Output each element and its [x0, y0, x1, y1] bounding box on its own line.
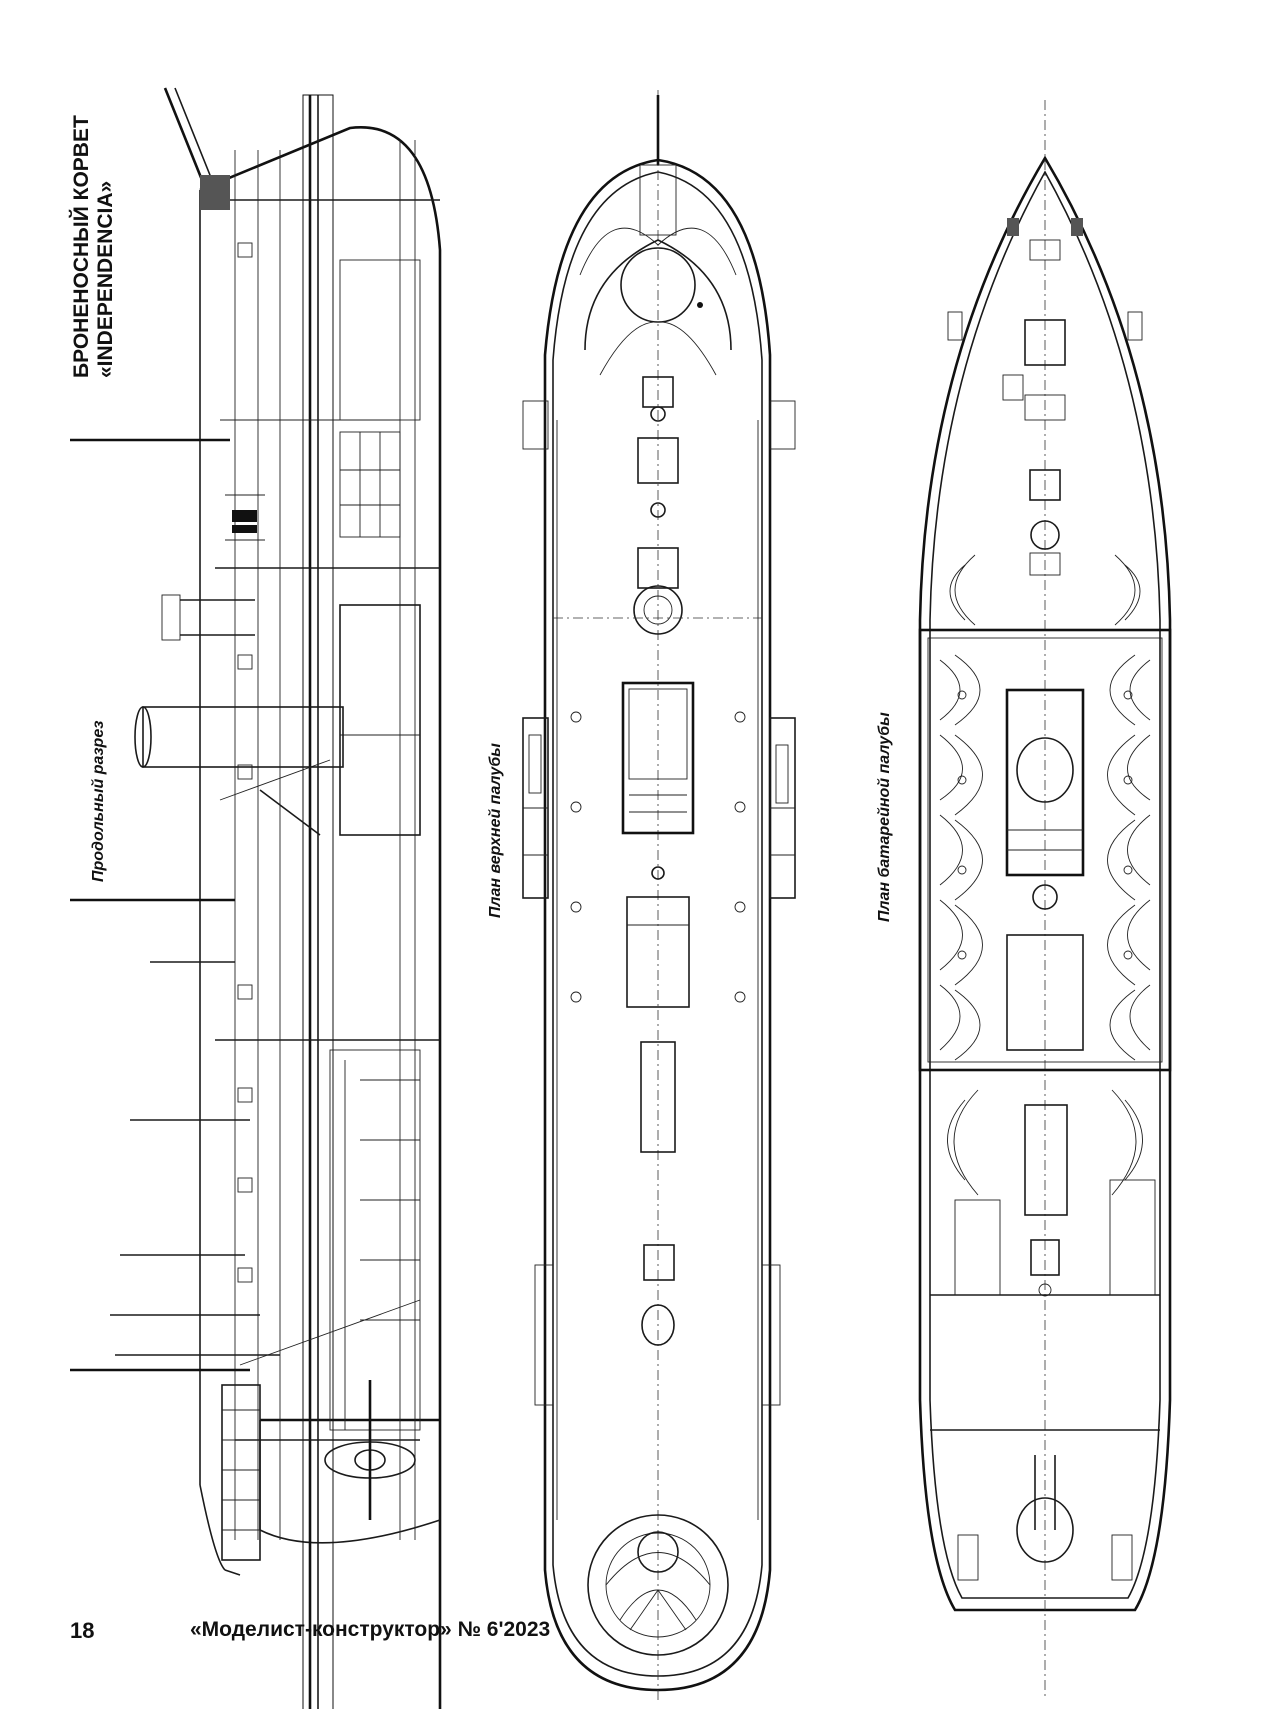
- battery-deck-plan-drawing: [918, 100, 1172, 1700]
- upper-deck-plan-drawing: [522, 90, 796, 1700]
- page-number: 18: [70, 1618, 95, 1643]
- journal-title: «Моделист-конструктор» № 6'2023: [190, 1618, 551, 1641]
- profile-section-drawing: [70, 87, 442, 1709]
